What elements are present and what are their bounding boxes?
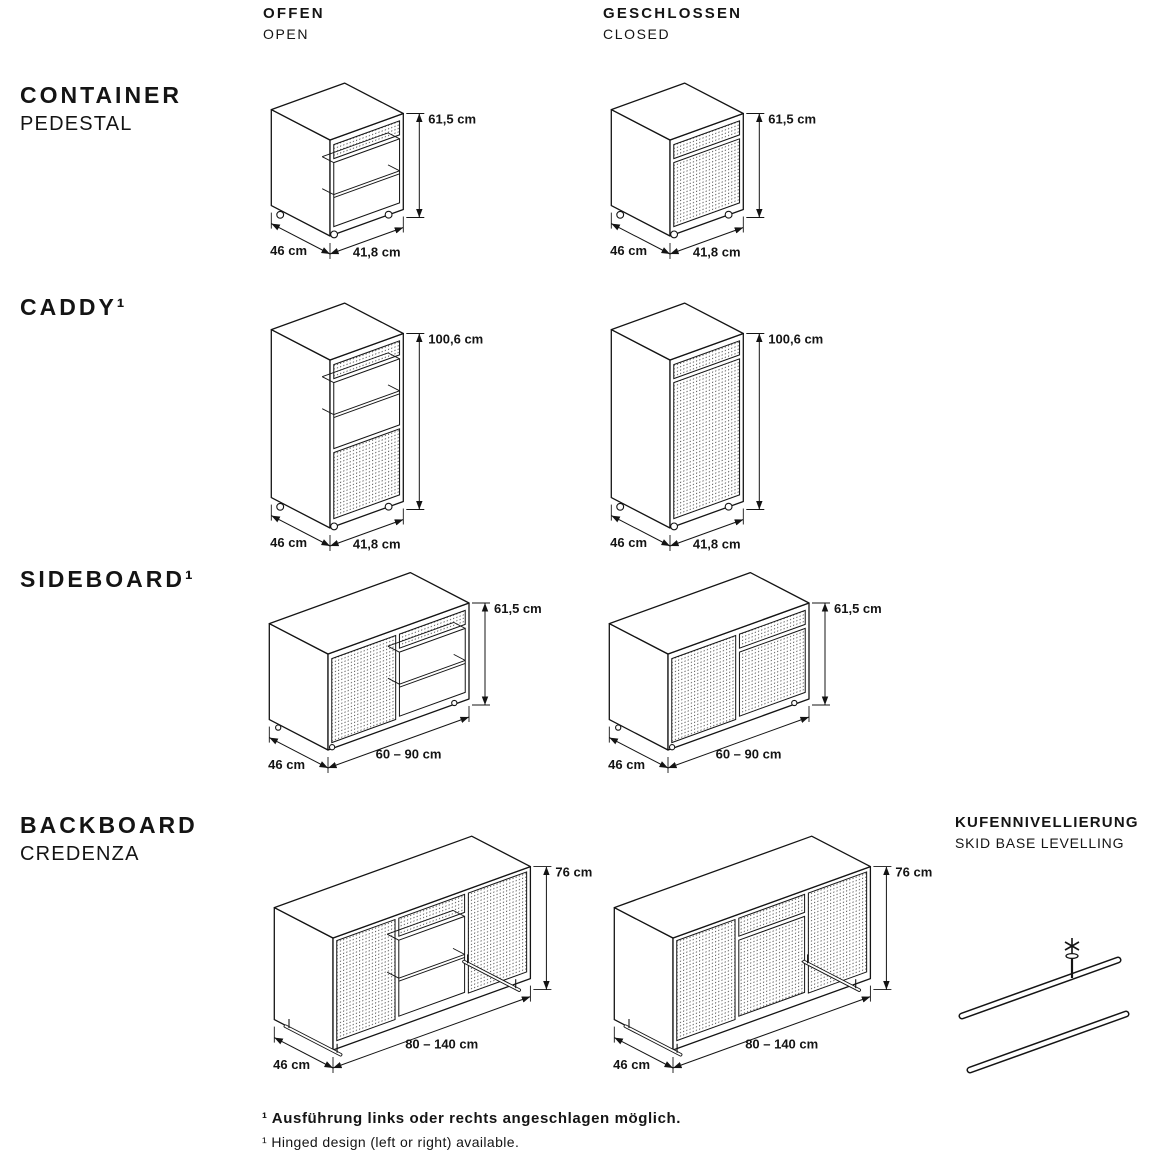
height-dim-label: 76 cm (555, 865, 592, 880)
row-subtitle: CREDENZA (20, 843, 140, 865)
sideboard-closed-drawing: 61,5 cm 60 – 90 cm 46 cm (608, 571, 882, 773)
skid-runner-front (966, 1010, 1130, 1074)
footnote-german: ¹ Ausführung links oder rechts angeschla… (262, 1110, 682, 1127)
cabinet-drawing: 100,6 cm 41,8 cm 46 cm (610, 302, 823, 552)
row-header-caddy: CADDY¹ (20, 294, 127, 325)
height-dim-label: 61,5 cm (768, 112, 816, 127)
column-header-open: OFFEN OPEN (263, 5, 325, 42)
width-dim-label: 41,8 cm (353, 537, 401, 552)
row-title: BACKBOARD (20, 812, 198, 838)
cabinet-drawing: 61,5 cm 41,8 cm 46 cm (270, 82, 476, 260)
detail-header-skid-levelling: KUFENNIVELLIERUNG SKID BASE LEVELLING (955, 814, 1139, 851)
cabinet-drawing: 100,6 cm 41,8 cm 46 cm (270, 302, 483, 552)
column-title-open: OFFEN (263, 5, 325, 22)
cabinet-drawing: 61,5 cm 41,8 cm 46 cm (610, 82, 816, 260)
depth-dim-label: 46 cm (608, 757, 645, 772)
column-subtitle-closed: CLOSED (603, 26, 671, 42)
skid-base-levelling-drawing (958, 938, 1130, 1074)
cabinet-drawing: 76 cm 80 – 140 cm 46 cm (613, 835, 932, 1073)
cabinet-drawing: 76 cm 80 – 140 cm 46 cm (273, 835, 592, 1073)
width-dim-label: 80 – 140 cm (405, 1036, 478, 1051)
height-dim-label: 61,5 cm (428, 112, 476, 127)
backboard-open-drawing: 76 cm 80 – 140 cm 46 cm (273, 835, 592, 1073)
depth-dim-label: 46 cm (610, 243, 647, 258)
row-header-container: CONTAINER PEDESTAL (20, 82, 182, 136)
backboard-closed-drawing: 76 cm 80 – 140 cm 46 cm (613, 835, 932, 1073)
container-open-drawing: 61,5 cm 41,8 cm 46 cm (270, 82, 476, 260)
column-subtitle-open: OPEN (263, 26, 310, 42)
row-header-sideboard: SIDEBOARD¹ (20, 566, 196, 597)
height-dim-label: 61,5 cm (494, 601, 542, 616)
row-title: CADDY¹ (20, 294, 128, 320)
width-dim-label: 41,8 cm (353, 245, 401, 260)
caddy-closed-drawing: 100,6 cm 41,8 cm 46 cm (610, 302, 823, 552)
detail-subtitle: SKID BASE LEVELLING (955, 835, 1125, 851)
height-dim-label: 100,6 cm (768, 332, 823, 347)
width-dim-label: 41,8 cm (693, 245, 741, 260)
row-subtitle: PEDESTAL (20, 113, 133, 135)
sideboard-open-drawing: 61,5 cm 60 – 90 cm 46 cm (268, 571, 542, 773)
cabinet-drawing: 61,5 cm 60 – 90 cm 46 cm (608, 571, 882, 773)
height-dim-label: 76 cm (895, 865, 932, 880)
skid-runner-rear (958, 956, 1122, 1020)
depth-dim-label: 46 cm (270, 243, 307, 258)
caddy-open-drawing: 100,6 cm 41,8 cm 46 cm (270, 302, 483, 552)
footnote-english: ¹ Hinged design (left or right) availabl… (262, 1134, 520, 1150)
column-title-closed: GESCHLOSSEN (603, 5, 743, 22)
height-dim-label: 100,6 cm (428, 332, 483, 347)
depth-dim-label: 46 cm (270, 535, 307, 550)
depth-dim-label: 46 cm (268, 757, 305, 772)
width-dim-label: 60 – 90 cm (376, 747, 442, 762)
container-closed-drawing: 61,5 cm 41,8 cm 46 cm (610, 82, 816, 260)
width-dim-label: 60 – 90 cm (716, 747, 782, 762)
levelling-screw-icon (1064, 938, 1080, 978)
row-title: SIDEBOARD¹ (20, 566, 196, 592)
depth-dim-label: 46 cm (610, 535, 647, 550)
detail-title: KUFENNIVELLIERUNG (955, 814, 1139, 831)
width-dim-label: 41,8 cm (693, 537, 741, 552)
column-header-closed: GESCHLOSSEN CLOSED (603, 5, 742, 42)
row-title: CONTAINER (20, 82, 183, 108)
row-header-backboard: BACKBOARD CREDENZA (20, 812, 198, 866)
cabinet-drawing: 61,5 cm 60 – 90 cm 46 cm (268, 571, 542, 773)
depth-dim-label: 46 cm (273, 1057, 310, 1072)
width-dim-label: 80 – 140 cm (745, 1036, 818, 1051)
depth-dim-label: 46 cm (613, 1057, 650, 1072)
height-dim-label: 61,5 cm (834, 601, 882, 616)
footnotes: ¹ Ausführung links oder rechts angeschla… (262, 1110, 681, 1150)
